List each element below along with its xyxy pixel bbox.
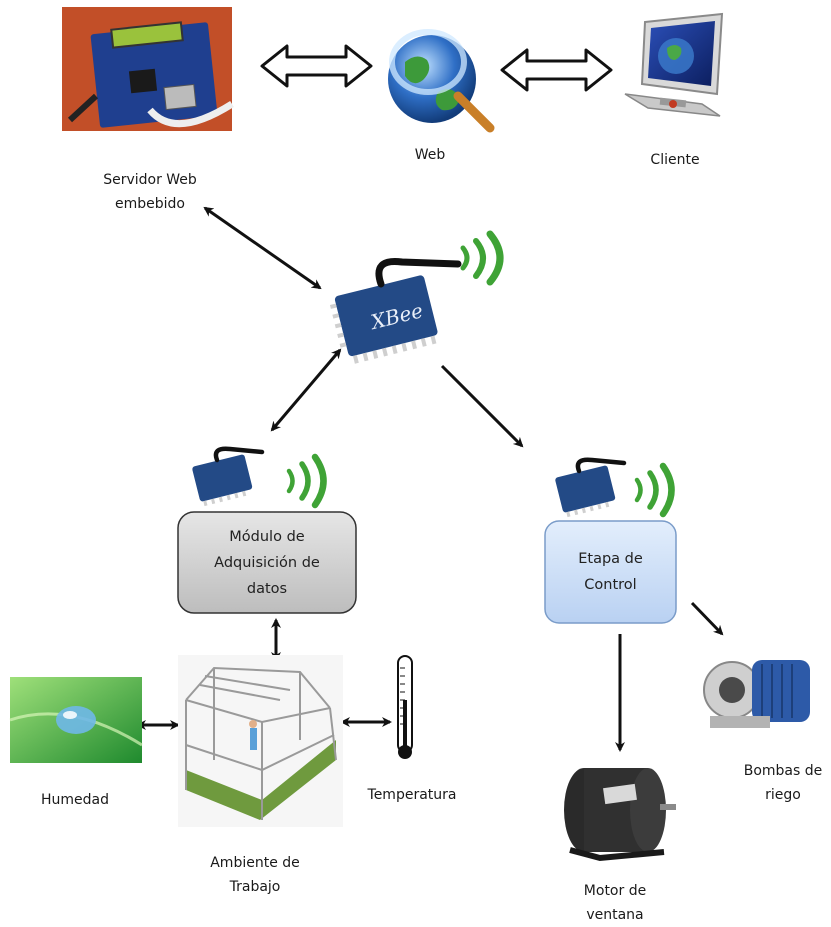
pumps-label: Bombas de riego <box>743 763 823 803</box>
thermometer-icon <box>397 655 413 759</box>
wireless-waves-central <box>460 230 504 286</box>
control-box-label: Etapa de Control <box>578 551 643 593</box>
control-box-shape <box>544 520 677 624</box>
environment-label: Ambiente de Trabajo <box>210 855 300 895</box>
wireless-waves-control <box>634 462 675 518</box>
embedded-web-server-icon <box>62 7 234 131</box>
arrow-xbee-control <box>440 364 524 448</box>
control-box: Etapa de Control <box>545 521 676 623</box>
humidity-icon <box>9 677 143 763</box>
double-arrow-server-web <box>260 44 373 88</box>
xbee-central-icon: XBee <box>329 257 462 364</box>
wireless-waves-acquisition <box>286 453 327 509</box>
greenhouse-icon <box>178 655 343 827</box>
temperature-label: Temperatura <box>367 787 457 803</box>
humidity-label: Humedad <box>40 792 109 808</box>
web-globe-icon <box>388 29 495 133</box>
arrow-xbee-acquisition <box>270 348 342 432</box>
arrow-server-xbee <box>203 206 322 290</box>
double-arrow-web-client <box>500 48 613 92</box>
arrow-control-pumps <box>690 601 724 636</box>
web-label: Web <box>414 147 446 163</box>
acquisition-box-shape <box>177 511 357 614</box>
server-label: Servidor Web embebido <box>103 172 197 212</box>
pump-icon <box>703 660 810 728</box>
motor-label: Motor de ventana <box>583 883 647 923</box>
xbee-acquisition-icon <box>192 446 265 507</box>
client-label: Cliente <box>650 152 700 168</box>
client-computer-icon <box>624 12 724 117</box>
motor-icon <box>564 768 676 862</box>
acquisition-box-label: Módulo de Adquisición de datos <box>214 528 320 597</box>
acquisition-box: Módulo de Adquisición de datos <box>178 512 356 613</box>
xbee-control-icon <box>555 457 627 518</box>
